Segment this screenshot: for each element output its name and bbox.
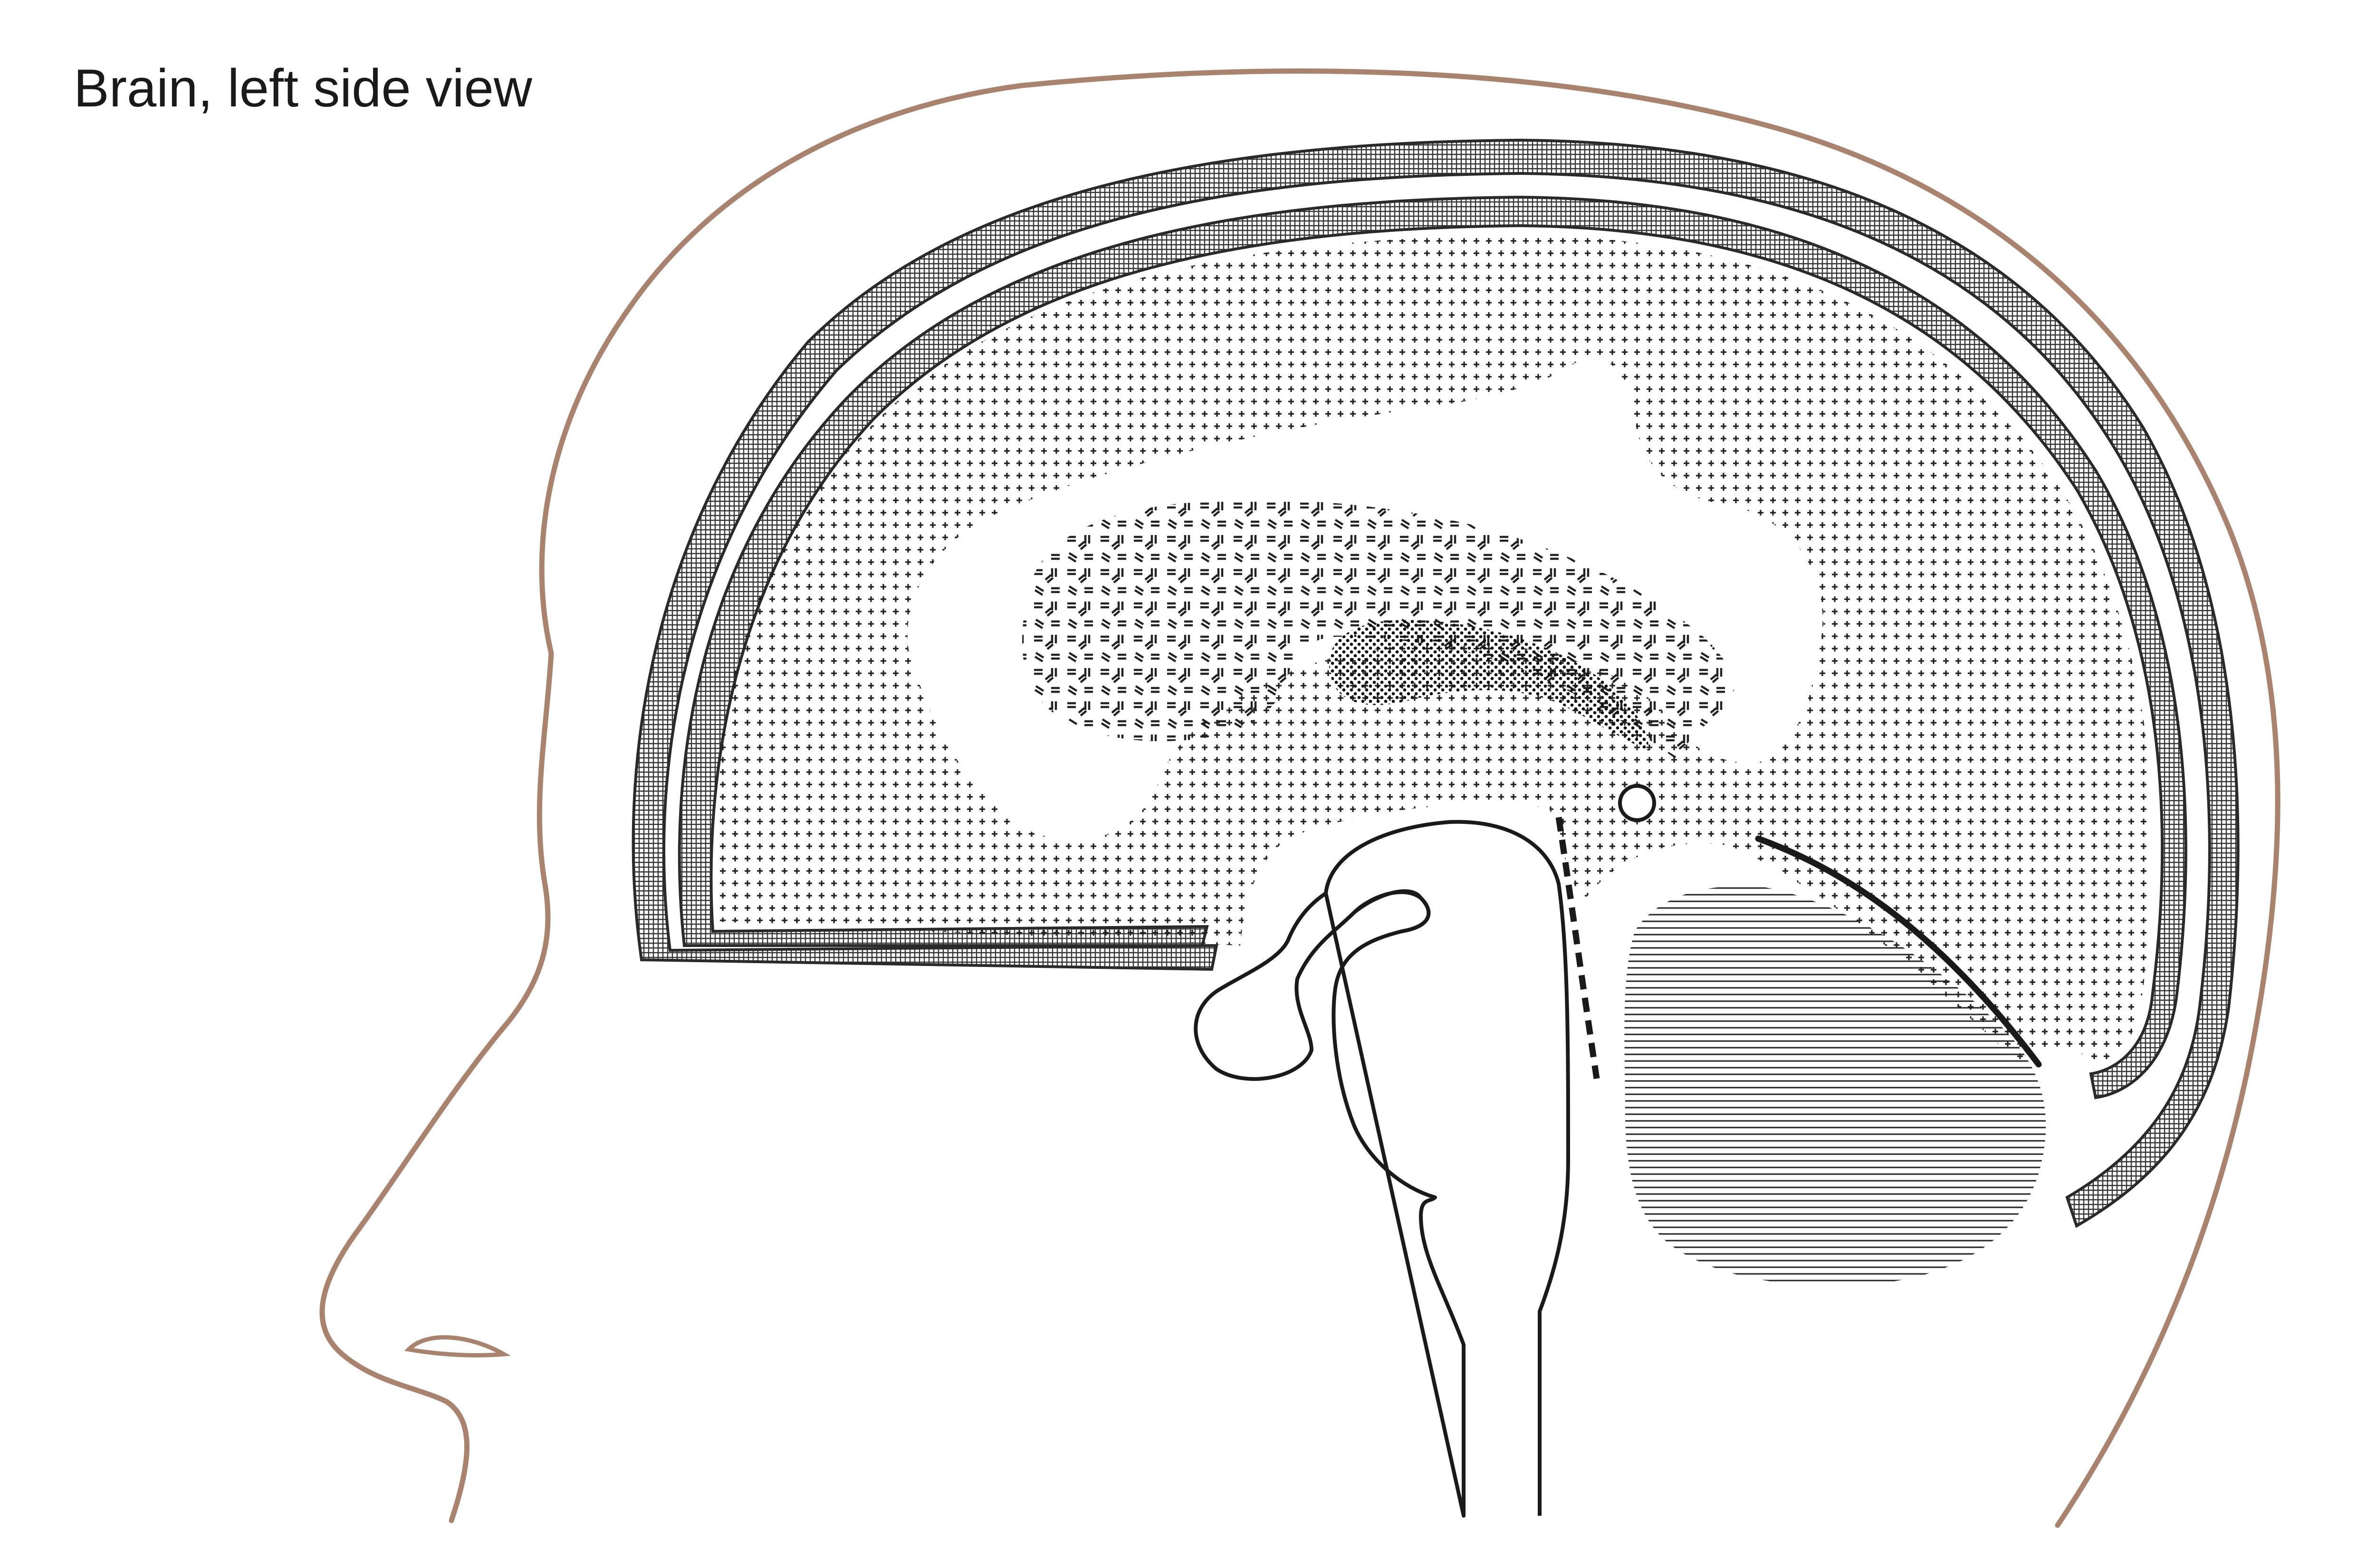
tentorium-line <box>1755 835 2042 1068</box>
outer-skull-layer <box>632 138 2240 1228</box>
inner-skull-layer <box>678 195 2187 1100</box>
brainstem <box>1194 820 1570 1518</box>
head-profile <box>319 68 2280 1528</box>
cerebellum <box>1624 886 2046 1286</box>
pituitary-stalk <box>1353 889 1431 933</box>
figure-title: Brain, left side view <box>74 58 532 118</box>
dashed-boundary-line <box>1555 817 1600 1079</box>
small-circle-structure <box>1618 784 1656 822</box>
thalamus <box>1329 620 1649 751</box>
nostril <box>404 1335 511 1358</box>
